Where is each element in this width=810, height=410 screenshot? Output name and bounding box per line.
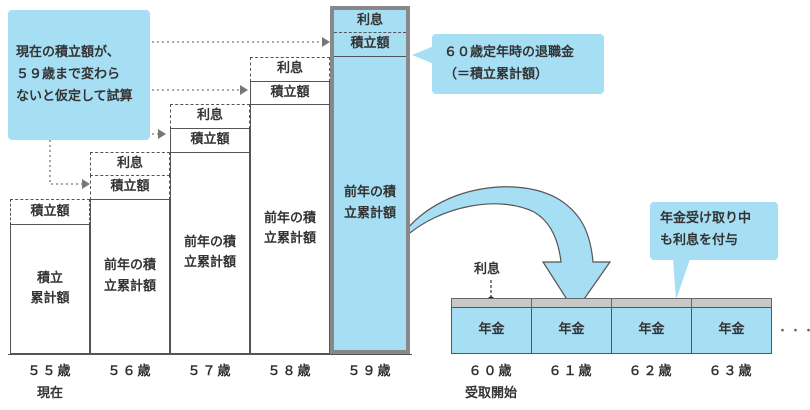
bar56-contribution: 積立額: [90, 175, 170, 200]
age-label-56: ５６歳: [107, 364, 153, 379]
bar57-cumulative-line-2: 立累計額: [183, 255, 236, 270]
bar57-cumulative-line-1: 前年の積: [183, 234, 236, 250]
bar55-cumulative-line-2: 累計額: [30, 291, 70, 306]
bar55-cumulative: 積立 累計額: [10, 224, 90, 354]
bar58-cumulative-line-2: 立累計額: [263, 231, 316, 246]
callout-retirement-line-1: ６０歳定年時の退職金: [444, 45, 575, 60]
bar59-interest: 利息: [334, 10, 406, 33]
payout-cell-61: 年金: [532, 308, 612, 353]
big-curved-arrow: [403, 186, 612, 314]
age-label-63: ６３歳: [708, 364, 754, 379]
age-label-62: ６２歳: [628, 364, 674, 379]
baseline: [8, 354, 412, 355]
callout-pension-interest: 年金受け取り中 も利息を付与: [650, 202, 778, 260]
bar59-cumulative: 前年の積 立累計額: [334, 57, 406, 350]
bar55-cumulative-line-1: 積立: [36, 270, 63, 286]
bar55-contribution: 積立額: [10, 199, 90, 225]
payout-cell-63: 年金: [692, 308, 771, 353]
bar58-contribution: 積立額: [250, 81, 330, 105]
callout-assumption-line-2: ５９歳まで変わら: [16, 67, 121, 83]
bar58-cumulative: 前年の積 立累計額: [250, 104, 330, 354]
payout-row: 年金 年金 年金 年金: [451, 307, 772, 354]
age-label-61: ６１歳: [548, 364, 594, 379]
callout-assumption-line-3: ないと仮定して試算: [16, 89, 133, 105]
age-label-57: ５７歳: [187, 364, 233, 379]
bar56-cumulative-line-1: 前年の積: [103, 258, 156, 274]
callout-retirement-benefit: ６０歳定年時の退職金 （＝積立累計額）: [432, 34, 604, 94]
bar57-cumulative: 前年の積 立累計額: [170, 152, 250, 354]
callout-assumption: 現在の積立額が、 ５９歳まで変わら ないと仮定して試算: [8, 10, 150, 140]
payout-continuation: ・・・: [776, 324, 810, 339]
age-note-now: 現在: [36, 386, 63, 401]
dotted-arrow-to-56: [49, 140, 82, 185]
bar59-contribution: 積立額: [334, 33, 406, 57]
callout-retirement-line-2: （＝積立累計額）: [444, 67, 549, 83]
bar58-interest: 利息: [250, 57, 330, 82]
bar57-interest: 利息: [170, 104, 250, 129]
callout-assumption-line-1: 現在の積立額が、: [16, 45, 120, 60]
payout-interest-label: 利息: [474, 262, 501, 277]
bar56-cumulative: 前年の積 立累計額: [90, 199, 170, 354]
age-label-55: ５５歳: [27, 364, 73, 379]
bar59-cumulative-line-2: 立累計額: [343, 205, 396, 221]
callout-pension-line-1: 年金受け取り中: [660, 211, 752, 226]
bar59-cumulative-line-1: 前年の積: [343, 185, 396, 201]
bar57-contribution: 積立額: [170, 128, 250, 153]
age-label-60: ６０歳: [468, 364, 514, 379]
callout-retirement-pointer: [412, 46, 434, 64]
bar56-cumulative-line-2: 立累計額: [103, 278, 156, 294]
bar56-interest: 利息: [90, 152, 170, 176]
payout-cell-60: 年金: [452, 308, 532, 353]
age-label-58: ５８歳: [267, 364, 313, 379]
bar58-cumulative-line-1: 前年の積: [263, 210, 316, 226]
age-label-59: ５９歳: [347, 364, 393, 379]
callout-pension-line-2: も利息を付与: [660, 233, 739, 249]
payout-cell-62: 年金: [612, 308, 692, 353]
age-note-start: 受取開始: [464, 386, 517, 401]
